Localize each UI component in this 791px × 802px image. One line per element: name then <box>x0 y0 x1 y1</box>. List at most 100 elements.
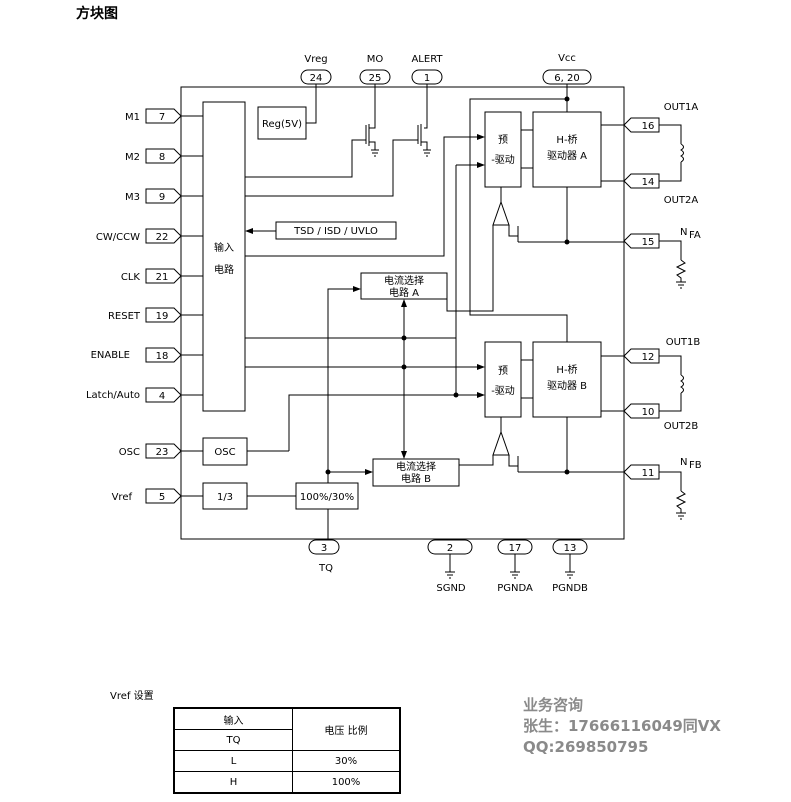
page-title: 方块图 <box>76 5 118 22</box>
arrow-up-icon <box>401 299 407 307</box>
svg-text:9: 9 <box>159 192 165 203</box>
pin-out2a: 14 OUT2A <box>601 173 699 206</box>
svg-text:Latch/Auto: Latch/Auto <box>86 390 140 401</box>
h-bridge-b-label-2: 驱动器 B <box>547 380 587 392</box>
pin-osc: OSC 23 <box>119 443 182 459</box>
top-pin-alert: ALERT 1 <box>411 54 443 85</box>
pin-out1b: 12 OUT1B <box>601 337 701 364</box>
svg-text:8: 8 <box>159 152 165 163</box>
current-select-a-label-1: 电流选择 <box>384 274 424 287</box>
svg-text:OUT1B: OUT1B <box>666 337 701 348</box>
svg-text:23: 23 <box>156 447 169 458</box>
svg-text:OUT2B: OUT2B <box>664 421 699 432</box>
svg-text:6, 20: 6, 20 <box>554 73 579 84</box>
bottom-pin-sgnd: 2 SGND <box>427 539 473 594</box>
svg-text:5: 5 <box>159 492 165 503</box>
pin-m2: M2 8 <box>125 148 182 164</box>
pin-out1a: 16 OUT1A <box>601 102 699 133</box>
watermark-line-1: 业务咨询 <box>523 696 583 714</box>
svg-text:M2: M2 <box>125 152 140 163</box>
arrow-icon <box>245 228 253 234</box>
pre-driver-a-block <box>484 111 522 188</box>
input-circuit-label-1: 输入 <box>214 241 234 254</box>
header-input: 输入 <box>173 707 293 730</box>
left-pins: M1 7 M2 8 M3 9 CW/CCW 22 CLK 21 RESET 19… <box>86 108 182 504</box>
pin-clk: CLK 21 <box>121 268 182 284</box>
bottom-pin-pgndb: 13 PGNDB <box>552 539 588 594</box>
pin-vref: Vref 5 <box>112 488 182 504</box>
alert-transistor-icon <box>245 87 431 197</box>
osc-label: OSC <box>214 447 235 458</box>
svg-text:24: 24 <box>310 73 323 84</box>
h-bridge-b-label-1: H-桥 <box>556 364 577 376</box>
pin-nfa: 15 N FA <box>623 227 701 249</box>
current-select-b-label-2: 电路 B <box>401 472 431 485</box>
svg-text:2: 2 <box>447 543 453 554</box>
coil-a-icon <box>659 124 684 182</box>
svg-text:10: 10 <box>642 407 655 418</box>
svg-text:OUT1A: OUT1A <box>664 102 699 113</box>
ratio-block <box>295 482 359 510</box>
svg-text:21: 21 <box>156 272 169 283</box>
svg-text:18: 18 <box>156 351 169 362</box>
current-select-b-block <box>372 458 460 487</box>
watermark-line-3: QQ:269850795 <box>523 738 648 756</box>
svg-text:N: N <box>680 227 687 238</box>
svg-text:M3: M3 <box>125 192 140 203</box>
svg-text:14: 14 <box>642 177 655 188</box>
table-row: H 100% <box>173 771 401 794</box>
vref-table-title: Vref 设置 <box>110 690 154 702</box>
arrow-down-icon <box>401 451 407 459</box>
row-tq: L <box>173 750 293 772</box>
input-circuit-label-2: 电路 <box>214 263 234 276</box>
pin-cw-ccw: CW/CCW 22 <box>96 228 182 244</box>
divider-label: 1/3 <box>217 492 233 503</box>
svg-text:11: 11 <box>642 468 655 479</box>
svg-text:4: 4 <box>159 391 165 402</box>
svg-text:FA: FA <box>689 230 701 241</box>
pin-reset: RESET 19 <box>108 307 182 323</box>
bottom-pin-tq: 3 TQ <box>308 539 340 574</box>
svg-text:ENABLE: ENABLE <box>91 350 130 361</box>
pin-m3: M3 9 <box>125 188 182 204</box>
svg-text:OUT2A: OUT2A <box>664 195 699 206</box>
h-bridge-b-block <box>532 341 602 418</box>
svg-text:7: 7 <box>159 112 165 123</box>
input-circuit-block <box>202 101 246 412</box>
svg-text:12: 12 <box>642 352 655 363</box>
top-pin-vcc: Vcc 6, 20 <box>542 53 592 85</box>
row-tq: H <box>173 771 293 794</box>
row-ratio: 30% <box>292 750 401 772</box>
svg-text:1: 1 <box>424 73 430 84</box>
current-select-a-label-2: 电路 A <box>389 286 419 299</box>
row-ratio: 100% <box>292 771 401 794</box>
svg-text:15: 15 <box>642 237 655 248</box>
svg-text:CW/CCW: CW/CCW <box>96 232 140 243</box>
resistor-a-icon <box>659 240 687 289</box>
svg-text:16: 16 <box>642 121 655 132</box>
watermark-line-2: 张生：17666116049同VX <box>523 717 721 735</box>
pre-driver-b-label-1: 预 <box>498 365 508 377</box>
top-pin-mo: MO 25 <box>359 54 391 85</box>
comparator-b-icon <box>460 417 624 473</box>
pre-driver-a-label-1: 预 <box>498 134 508 146</box>
pin-m1: M1 7 <box>125 108 182 124</box>
pre-driver-b-block <box>484 341 522 418</box>
current-select-b-label-1: 电流选择 <box>396 460 436 473</box>
svg-text:ALERT: ALERT <box>411 54 443 65</box>
top-pin-vreg: Vreg 24 <box>300 54 332 85</box>
svg-text:22: 22 <box>156 232 169 243</box>
svg-text:N: N <box>680 457 687 468</box>
coil-b-icon <box>659 355 684 412</box>
svg-text:TQ: TQ <box>318 563 333 574</box>
table-row: L 30% <box>173 750 401 772</box>
pre-driver-b-label-2: -驱动 <box>491 385 515 397</box>
regulator-label: Reg(5V) <box>262 119 302 130</box>
svg-text:Vref: Vref <box>112 492 133 503</box>
resistor-b-icon <box>659 471 687 520</box>
pin-nfb: 11 N FB <box>623 457 702 480</box>
svg-text:Vcc: Vcc <box>558 53 576 64</box>
svg-text:17: 17 <box>509 543 522 554</box>
svg-text:OSC: OSC <box>119 447 140 458</box>
